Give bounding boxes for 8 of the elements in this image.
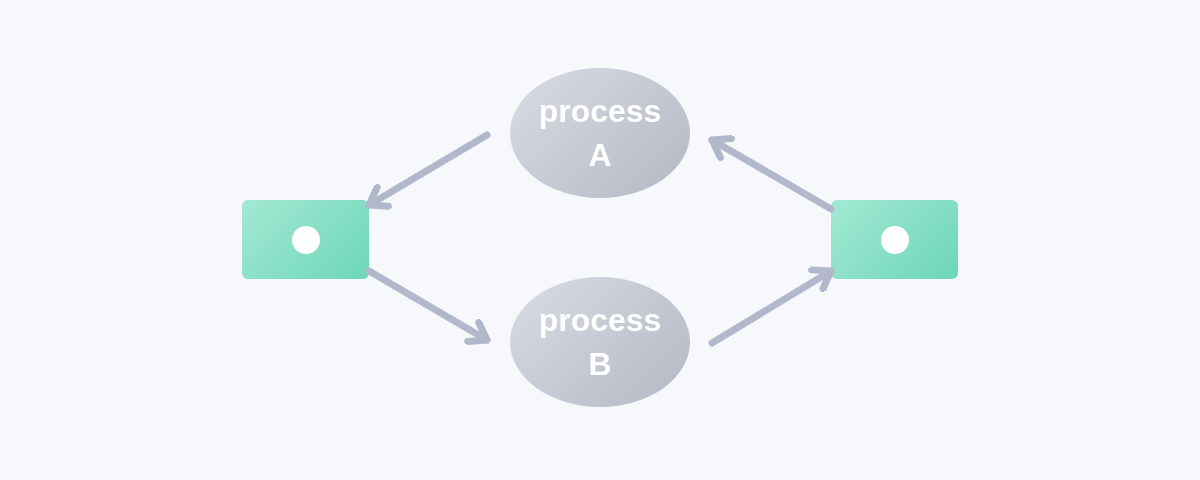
arrow [365,267,491,345]
terminal-box [242,200,369,279]
process-label: process A [537,92,663,175]
process-label: process B [537,301,663,384]
arrow [708,266,835,347]
terminal-box [831,200,958,279]
arrow [708,135,835,213]
arrow [365,131,491,210]
